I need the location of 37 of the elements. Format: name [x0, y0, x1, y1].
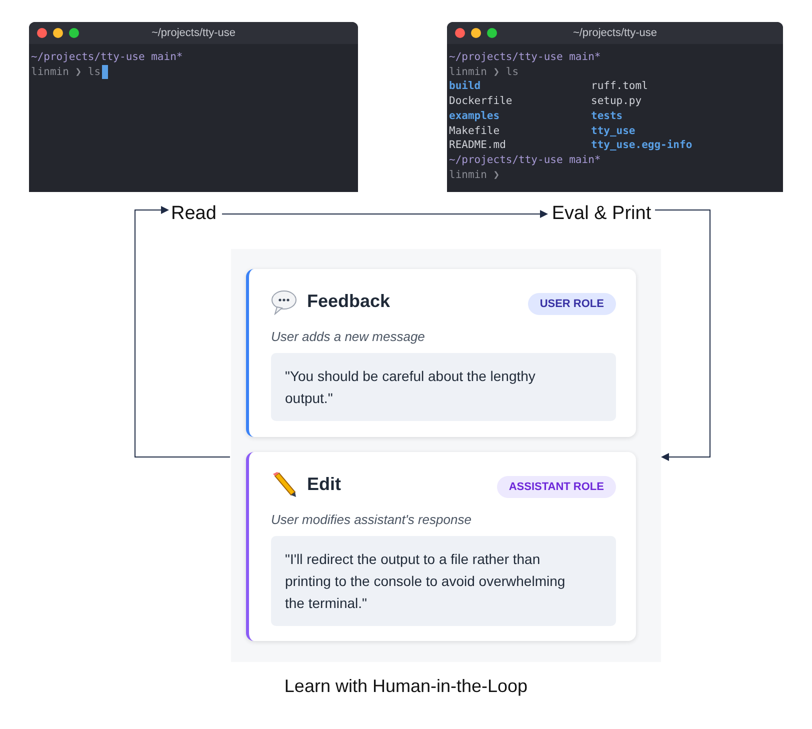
- arrow: [134, 206, 230, 458]
- file-name: build: [449, 79, 481, 94]
- quote-text: "I'll redirect the output to a file rather than printing to the console to avoid overwhelming the terminal.": [271, 536, 616, 626]
- terminal-window: [447, 22, 783, 192]
- path-line: ~/projects/tty-use main*: [449, 50, 601, 64]
- role-badge: USER ROLE: [528, 293, 616, 315]
- caption: Learn with Human-in-the-Loop: [284, 676, 528, 696]
- message-card: [246, 452, 636, 641]
- message-card: [246, 269, 636, 437]
- card-title: Feedback: [307, 291, 390, 312]
- card-subtitle: User adds a new message: [271, 329, 425, 344]
- quote-text: "You should be careful about the lengthy output.": [271, 353, 616, 421]
- prompt-line: linmin ❯ ls: [31, 64, 101, 79]
- file-name: setup.py: [591, 94, 642, 108]
- step-label: Eval & Print: [520, 201, 683, 227]
- window-title: ~/projects/tty-use: [572, 27, 658, 39]
- file-name: examples: [449, 108, 500, 123]
- file-name: Dockerfile: [449, 94, 512, 108]
- role-badge: ASSISTANT ROLE: [496, 476, 616, 498]
- path-line: ~/projects/tty-use main*: [449, 152, 601, 167]
- arrow: [222, 210, 548, 218]
- arrow: [654, 210, 710, 461]
- panel-background: [231, 249, 661, 662]
- prompt-line: linmin ❯ ls: [449, 64, 519, 79]
- step-label: Read: [161, 201, 256, 227]
- window-title: ~/projects/tty-use: [151, 27, 236, 39]
- card-subtitle: User modifies assistant's response: [271, 512, 472, 527]
- file-name: README.md: [449, 138, 506, 152]
- card-title: Edit: [307, 474, 341, 495]
- file-name: ruff.toml: [591, 79, 648, 94]
- file-name: tests: [591, 108, 623, 123]
- path-line: ~/projects/tty-use main*: [31, 50, 183, 64]
- terminal-window: [29, 22, 358, 192]
- file-name: tty_use.egg-info: [591, 138, 692, 152]
- file-name: tty_use: [591, 124, 636, 138]
- prompt-line: linmin ❯: [449, 168, 500, 182]
- file-name: Makefile: [449, 124, 500, 138]
